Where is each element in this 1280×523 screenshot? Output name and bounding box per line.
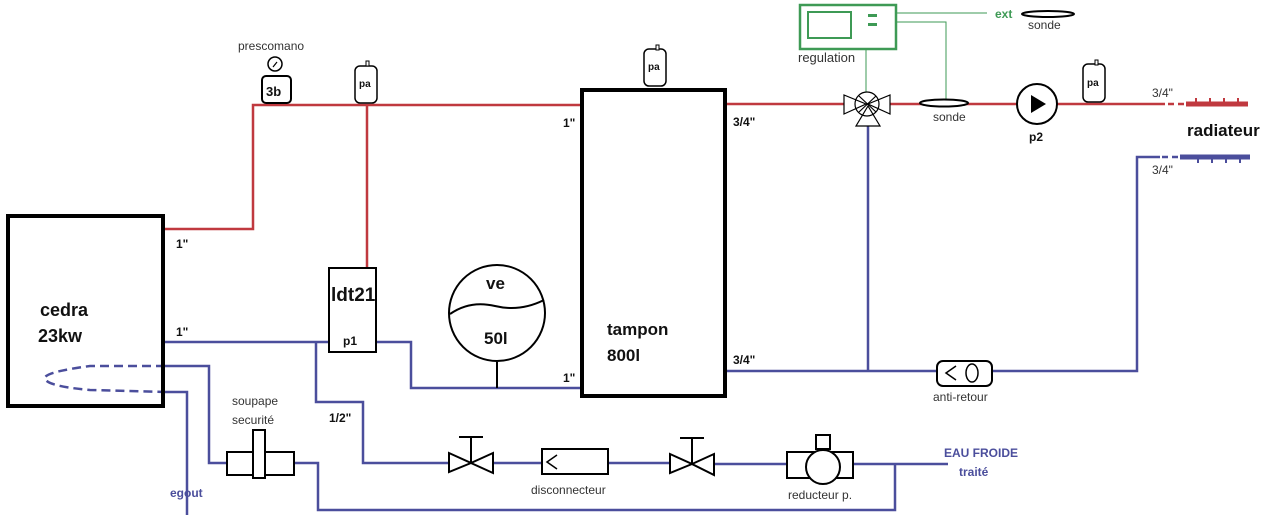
regulation-probe-wire bbox=[897, 21, 947, 100]
pressure-reducer-label: reducteur p. bbox=[788, 488, 852, 502]
radiator-cold-ticks bbox=[1197, 157, 1241, 163]
drain-pipe bbox=[165, 390, 189, 515]
air-purger-label: pa bbox=[1087, 78, 1099, 89]
pump-p2-label: p2 bbox=[1029, 130, 1043, 144]
air-purger-3: pa bbox=[1082, 59, 1106, 103]
flow-probe-label: sonde bbox=[933, 110, 966, 124]
air-purger-icon bbox=[643, 48, 667, 87]
radiator-hot-ticks bbox=[1195, 98, 1239, 104]
expansion-vessel-shell bbox=[448, 264, 546, 362]
ldt21-pump: p1 bbox=[343, 334, 357, 348]
safety-valve-pipe bbox=[165, 364, 228, 465]
size-boiler-return: 1" bbox=[176, 325, 188, 339]
safety-valve-stem bbox=[252, 429, 266, 479]
regulation: regulation bbox=[798, 3, 987, 100]
expansion-vessel-name: ve bbox=[486, 274, 505, 293]
safety-drain-loop-pipe bbox=[294, 461, 897, 512]
ldt21-box bbox=[328, 267, 377, 353]
boiler-name: cedra bbox=[40, 300, 89, 320]
gauge-value: 3b bbox=[266, 84, 281, 99]
stop-valve-2 bbox=[669, 437, 715, 477]
fill-line-pipe bbox=[314, 342, 450, 465]
boiler-box bbox=[6, 214, 165, 408]
cold-water-label-1: EAU FROIDE bbox=[944, 446, 1018, 460]
drain-label: egout bbox=[170, 486, 203, 500]
buffer-tank-volume: 800l bbox=[607, 346, 640, 365]
hot-pipes bbox=[165, 98, 1248, 268]
air-purger-2: pa bbox=[643, 44, 667, 87]
pump-p2: p2 bbox=[1016, 83, 1058, 144]
buffer-tank-box bbox=[580, 88, 727, 398]
cold-water-label-2: traité bbox=[959, 465, 989, 479]
size-radiator-return: 3/4" bbox=[1152, 163, 1173, 177]
ext-probe: ext sonde bbox=[995, 7, 1075, 32]
size-tank-in-flow: 1" bbox=[563, 116, 575, 130]
stop-valve-1 bbox=[448, 436, 494, 475]
air-purger-label: pa bbox=[648, 62, 660, 73]
safety-valve-label-1: soupape bbox=[232, 394, 278, 408]
size-tank-out-flow: 3/4" bbox=[733, 115, 755, 129]
disconnector-label: disconnecteur bbox=[531, 483, 606, 497]
cold-pipes bbox=[43, 120, 1250, 515]
safety-valve: soupape securité bbox=[226, 394, 295, 479]
safety-valve-label-2: securité bbox=[232, 413, 274, 427]
expansion-vessel-volume: 50l bbox=[484, 329, 508, 348]
boiler: cedra 23kw bbox=[6, 214, 165, 408]
flow-probe: sonde bbox=[919, 98, 969, 124]
regulation-label: regulation bbox=[798, 50, 855, 65]
boiler-flow-pipe bbox=[165, 103, 582, 231]
size-radiator-flow: 3/4" bbox=[1152, 86, 1173, 100]
buffer-tank-name: tampon bbox=[607, 320, 668, 339]
boiler-power: 23kw bbox=[38, 326, 83, 346]
disconnector-icon bbox=[541, 448, 609, 475]
ldt21-name: ldt21 bbox=[331, 285, 376, 306]
air-purger-1: pa bbox=[354, 60, 378, 104]
expansion-vessel: ve 50l bbox=[448, 264, 546, 362]
radiator-return-pipe bbox=[993, 155, 1160, 373]
ext-label: ext bbox=[995, 7, 1012, 21]
check-valve-label: anti-retour bbox=[933, 390, 988, 404]
air-purger-icon bbox=[1082, 63, 1106, 103]
size-boiler-flow: 1" bbox=[176, 237, 188, 251]
radiator-label: radiateur bbox=[1187, 121, 1260, 140]
ext-probe-label: sonde bbox=[1028, 18, 1061, 32]
size-tank-out-return: 3/4" bbox=[733, 353, 755, 367]
pressure-gauge: prescomano 3b bbox=[238, 39, 304, 104]
disconnector: disconnecteur bbox=[531, 448, 609, 497]
buffer-tank: tampon 800l bbox=[580, 88, 727, 398]
size-fill-line: 1/2" bbox=[329, 411, 351, 425]
check-valve: anti-retour bbox=[933, 360, 993, 404]
ext-probe-icon bbox=[1021, 10, 1075, 18]
flow-probe-icon bbox=[919, 98, 969, 108]
size-tank-in-return: 1" bbox=[563, 371, 575, 385]
gauge-body bbox=[261, 75, 292, 104]
air-purger-label: pa bbox=[359, 79, 371, 90]
regulation-display-icon bbox=[807, 11, 852, 39]
pressure-reducer-icon bbox=[805, 449, 841, 485]
check-valve-icon bbox=[936, 360, 993, 387]
boiler-coil bbox=[43, 364, 166, 394]
ldt21: ldt21 p1 bbox=[328, 267, 377, 353]
membrane bbox=[449, 299, 545, 315]
pressure-gauge-label: prescomano bbox=[238, 39, 304, 53]
three-way-valve bbox=[843, 91, 891, 127]
pressure-reducer: reducteur p. bbox=[786, 434, 854, 502]
